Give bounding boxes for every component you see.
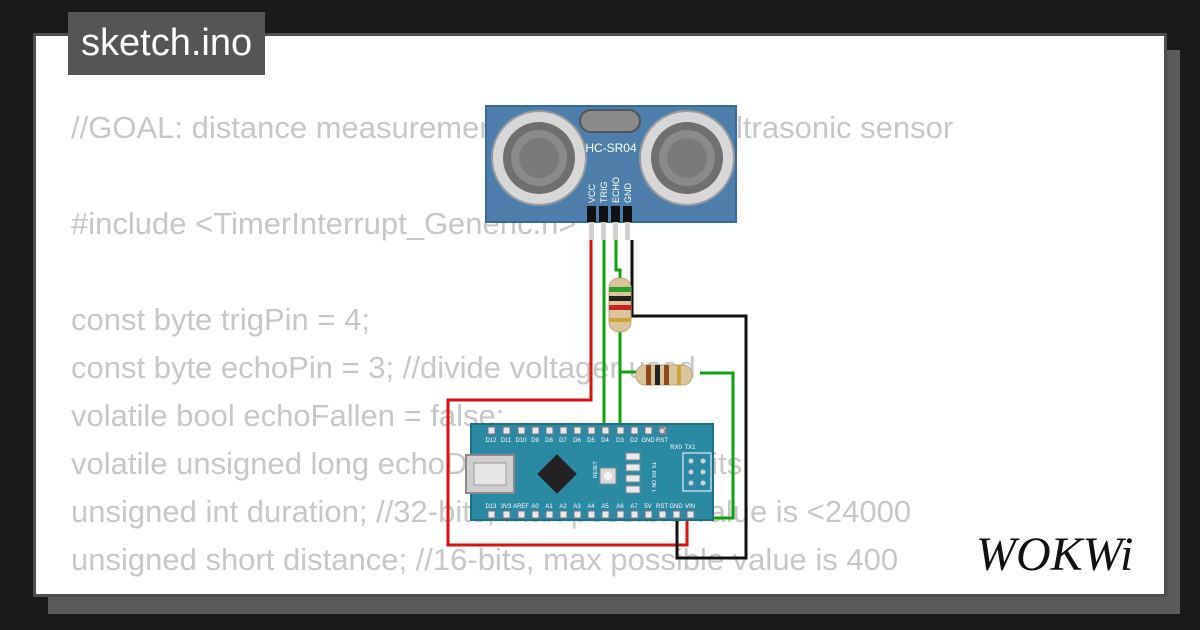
pin-label: A2: [559, 504, 567, 510]
arduino-nano-board[interactable]: D12 D11 D10 D9 D8 D7 D6 D5 D4 D3 D2 GND …: [465, 423, 714, 521]
ultrasonic-sensor[interactable]: HC-SR04 VCC TRIG ECHO GND: [485, 105, 737, 240]
pin-label: D7: [559, 438, 567, 444]
pin-label: A7: [630, 504, 638, 510]
pin-label: D5: [587, 438, 595, 444]
sensor-pin-gnd[interactable]: [623, 206, 632, 222]
pin-label: GND: [669, 504, 683, 510]
pin-label: 3V3: [501, 504, 512, 510]
pin-label: D3: [616, 438, 624, 444]
led-label: TX: [650, 462, 656, 469]
sensor-pin-label: ECHO: [611, 177, 621, 203]
sensor-pin-label: TRIG: [599, 182, 609, 204]
pin-label: D9: [531, 438, 539, 444]
pin-label: A3: [573, 504, 581, 510]
pin-label: D8: [545, 438, 553, 444]
status-leds: [625, 452, 641, 494]
brand-wordmark: WOKWi: [976, 528, 1133, 581]
wire-vcc[interactable]: [446, 240, 689, 547]
transducer-left: [491, 110, 587, 206]
pin-label: D10: [515, 438, 527, 444]
sensor-pin-trig[interactable]: [599, 206, 608, 222]
resistor-vertical[interactable]: [608, 277, 632, 333]
pin-label: A4: [587, 504, 595, 510]
transducer-right: [639, 110, 735, 206]
led-label: ON: [650, 480, 656, 488]
wire-echo[interactable]: [614, 240, 622, 430]
pin-label: TX1: [684, 445, 696, 451]
sensor-pin-vcc[interactable]: [587, 206, 596, 222]
pin-label: VIN: [685, 504, 695, 510]
pin-label: D11: [501, 438, 512, 444]
pin-label: A6: [616, 504, 624, 510]
pin-label: D13: [485, 504, 497, 510]
led-label: L: [650, 490, 656, 493]
pin-label: AREF: [513, 504, 529, 510]
pin-label: GND: [641, 438, 655, 444]
sensor-name: HC-SR04: [585, 141, 637, 155]
reset-button[interactable]: [599, 467, 617, 485]
pin-label: D2: [630, 438, 638, 444]
code-line: const byte trigPin = 4;: [71, 302, 370, 337]
sensor-crystal: [579, 109, 641, 133]
pin-label: A1: [545, 504, 553, 510]
wokwi-logo: WOKWi: [972, 520, 1152, 586]
sensor-pin-label: VCC: [587, 183, 597, 203]
icsp-header: [682, 452, 712, 492]
sensor-pin-label: GND: [623, 183, 633, 204]
microcontroller-chip: [537, 454, 577, 494]
pin-label: RST: [656, 438, 668, 444]
sensor-pin-echo[interactable]: [611, 206, 620, 222]
led-label: RX: [650, 471, 656, 479]
file-name-tab[interactable]: sketch.ino: [68, 12, 266, 75]
mount-hole: [658, 427, 666, 435]
pin-label: A0: [531, 504, 539, 510]
resistor-horizontal[interactable]: [635, 364, 693, 386]
pin-label: D4: [601, 438, 609, 444]
pin-label: A5: [601, 504, 609, 510]
wire-gnd[interactable]: [630, 240, 748, 560]
usb-connector: [465, 454, 515, 494]
pin-label: 5V: [644, 504, 651, 510]
pin-label: D12: [485, 438, 497, 444]
pin-label: RX0: [670, 445, 682, 451]
pin-label: RST: [656, 504, 668, 510]
pin-label: D6: [573, 438, 581, 444]
reset-label: RESET: [593, 461, 599, 478]
